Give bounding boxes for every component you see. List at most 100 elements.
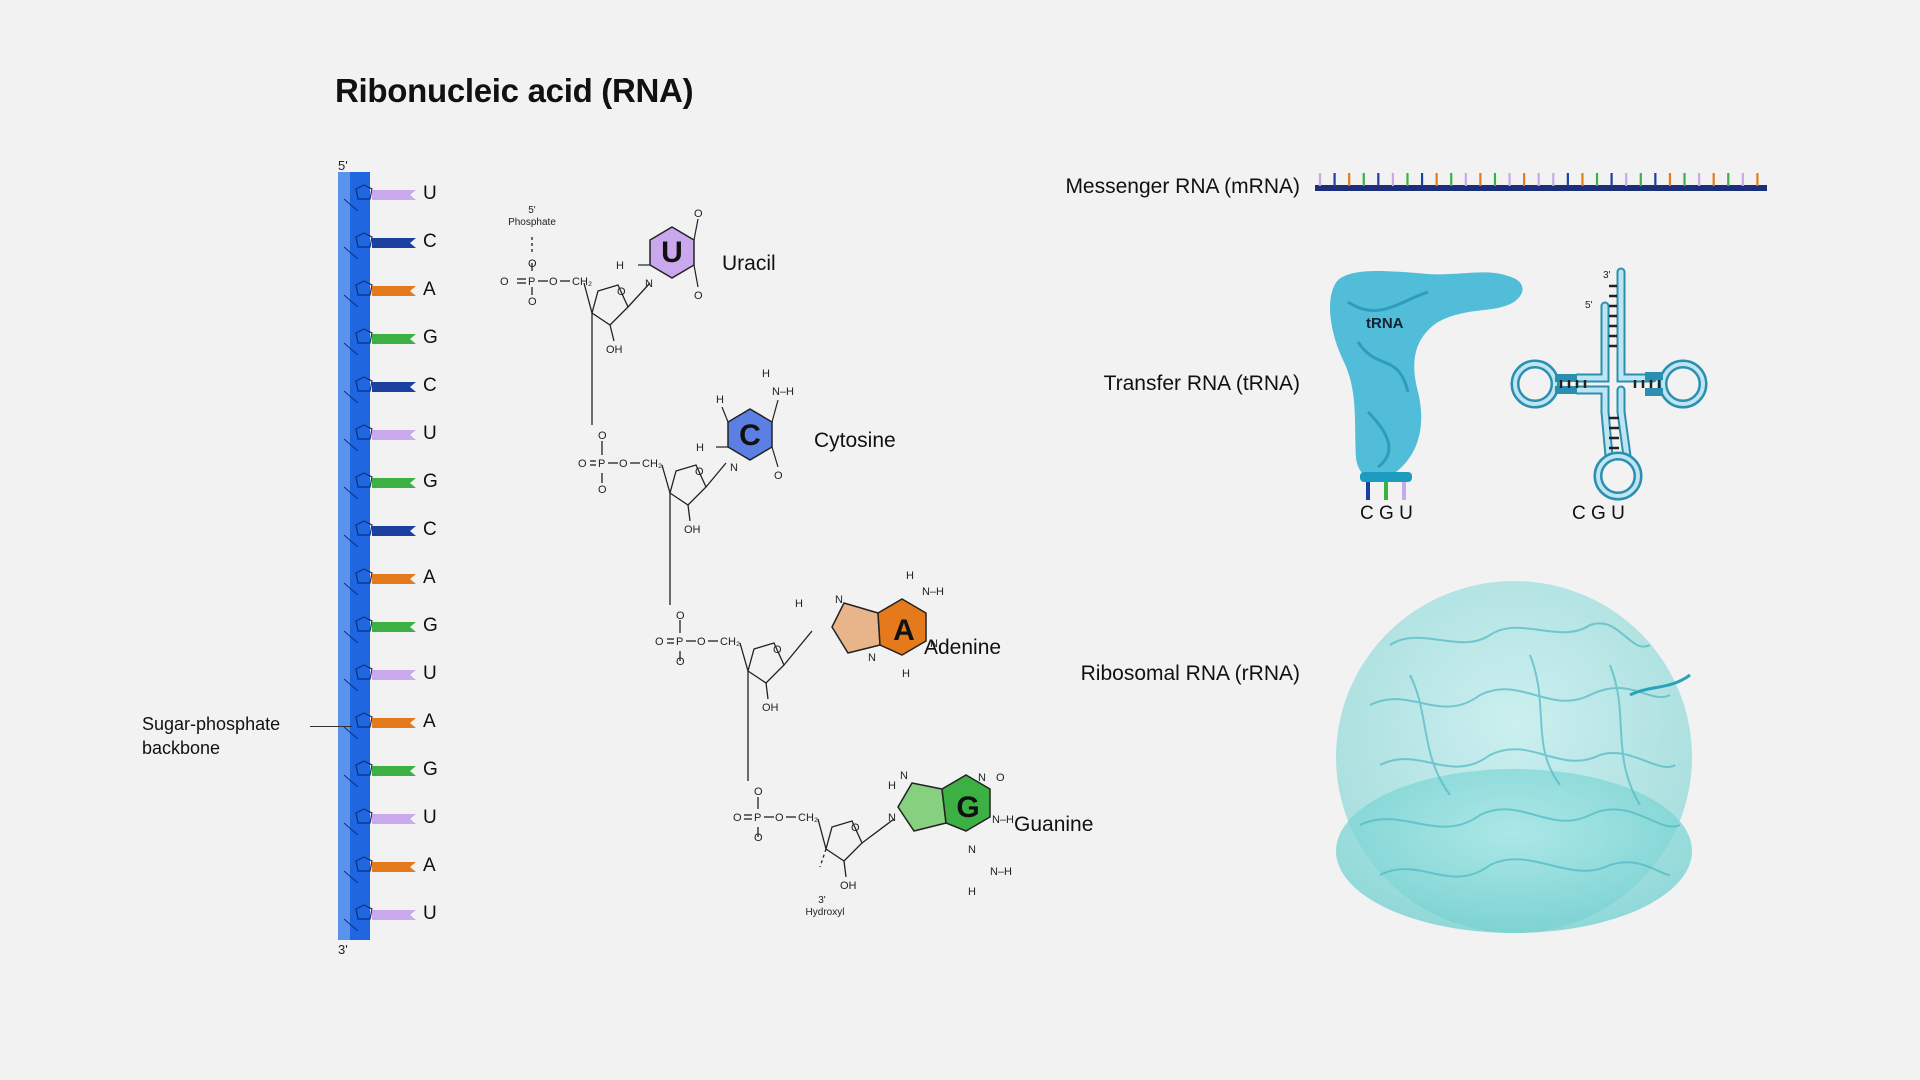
strand-base-letter: A <box>423 711 436 732</box>
strand-base-bar <box>372 430 416 440</box>
strand-base-letter: G <box>423 327 438 348</box>
svg-text:CH₂: CH₂ <box>798 812 818 824</box>
svg-text:N: N <box>645 278 653 290</box>
strand-base-bar <box>372 286 416 296</box>
mrna-label: Messenger RNA (mRNA) <box>1065 175 1300 198</box>
svg-text:CH₂: CH₂ <box>642 458 662 470</box>
strand-sugar <box>355 376 373 392</box>
backbone-inner-rail <box>350 172 370 940</box>
svg-text:N: N <box>730 462 738 474</box>
svg-text:N: N <box>888 812 896 824</box>
trna-3d-model: tRNA <box>1330 271 1523 500</box>
svg-text:O: O <box>528 258 537 270</box>
svg-text:O: O <box>695 466 704 478</box>
trna-three-prime: 3' <box>1603 270 1611 281</box>
strand-phosphate-link <box>343 582 359 596</box>
strand-sugar <box>355 616 373 632</box>
svg-text:H: H <box>795 598 803 610</box>
strand-phosphate-link <box>343 678 359 692</box>
svg-text:P: P <box>676 636 683 648</box>
strand-sugar <box>355 904 373 920</box>
svg-text:O: O <box>733 812 742 824</box>
svg-text:O: O <box>598 430 607 442</box>
svg-text:O: O <box>774 470 783 482</box>
strand-base-letter: A <box>423 279 436 300</box>
cloverleaf-anticodon-2: G <box>1591 503 1606 524</box>
phosphate-5-line2: Phosphate <box>508 217 556 228</box>
strand-sugar <box>355 568 373 584</box>
backbone-outer-rail <box>338 172 350 940</box>
strand-phosphate-link <box>343 390 359 404</box>
anticodon-base-2: G <box>1379 503 1394 524</box>
svg-text:N: N <box>930 638 938 650</box>
strand-base-bar <box>372 574 416 584</box>
rna-strand-diagram <box>338 172 416 940</box>
strand-sugar <box>355 664 373 680</box>
svg-text:CH₂: CH₂ <box>572 276 592 288</box>
svg-text:O: O <box>676 656 685 668</box>
trna-model-label: tRNA <box>1366 315 1404 332</box>
strand-base-bar <box>372 382 416 392</box>
svg-text:N: N <box>835 594 843 606</box>
strand-sugar <box>355 472 373 488</box>
svg-text:H: H <box>906 570 914 582</box>
strand-base-letter: U <box>423 903 437 924</box>
strand-base-bar <box>372 718 416 728</box>
strand-sugar <box>355 712 373 728</box>
strand-phosphate-link <box>343 438 359 452</box>
strand-base-bar <box>372 238 416 248</box>
strand-base-bar <box>372 814 416 824</box>
cytosine-letter: C <box>739 419 761 452</box>
strand-phosphate-link <box>343 630 359 644</box>
strand-base-bar <box>372 190 416 200</box>
svg-text:H: H <box>716 394 724 406</box>
svg-text:N: N <box>978 772 986 784</box>
cloverleaf-anticodon-1: C <box>1572 503 1586 524</box>
svg-text:O: O <box>754 832 763 844</box>
strand-phosphate-link <box>343 534 359 548</box>
svg-text:N–H: N–H <box>990 866 1012 878</box>
strand-sugar <box>355 232 373 248</box>
strand-base-bar <box>372 478 416 488</box>
strand-base-letter: A <box>423 855 436 876</box>
strand-sugar <box>355 760 373 776</box>
svg-text:H: H <box>616 260 624 272</box>
uracil-label: Uracil <box>722 252 776 275</box>
svg-text:P: P <box>754 812 761 824</box>
svg-text:N–H: N–H <box>922 586 944 598</box>
svg-text:N: N <box>868 652 876 664</box>
five-prime-label: 5' <box>338 158 348 173</box>
strand-phosphate-link <box>343 774 359 788</box>
anticodon-base-3: U <box>1399 503 1413 524</box>
strand-base-letter: G <box>423 615 438 636</box>
trna-five-prime: 5' <box>1585 300 1593 311</box>
strand-phosphate-link <box>343 726 359 740</box>
strand-base-bar <box>372 526 416 536</box>
svg-text:CH₂: CH₂ <box>720 636 740 648</box>
strand-base-bar <box>372 334 416 344</box>
adenine-letter: A <box>893 614 915 647</box>
svg-text:O: O <box>578 458 587 470</box>
guanine-letter: G <box>956 791 979 824</box>
hydroxyl-3-line1: 3' <box>818 895 826 906</box>
strand-phosphate-link <box>343 246 359 260</box>
svg-text:O: O <box>528 296 537 308</box>
backbone-label-line2: backbone <box>142 738 221 758</box>
backbone-label-line1: Sugar-phosphate <box>142 714 281 734</box>
page-title: Ribonucleic acid (RNA) <box>335 72 694 109</box>
svg-text:O: O <box>773 644 782 656</box>
svg-text:OH: OH <box>606 344 623 356</box>
strand-base-letter: A <box>423 567 436 588</box>
strand-base-letter: U <box>423 663 437 684</box>
mrna-base-ticks <box>1318 173 1759 186</box>
strand-base-letter: U <box>423 183 437 204</box>
svg-text:O: O <box>500 276 509 288</box>
strand-base-letter: C <box>423 375 437 396</box>
strand-phosphate-link <box>343 342 359 356</box>
strand-nucleotide-marks <box>343 184 416 932</box>
strand-phosphate-link <box>343 486 359 500</box>
adenine-label: Adenine <box>924 636 1002 659</box>
